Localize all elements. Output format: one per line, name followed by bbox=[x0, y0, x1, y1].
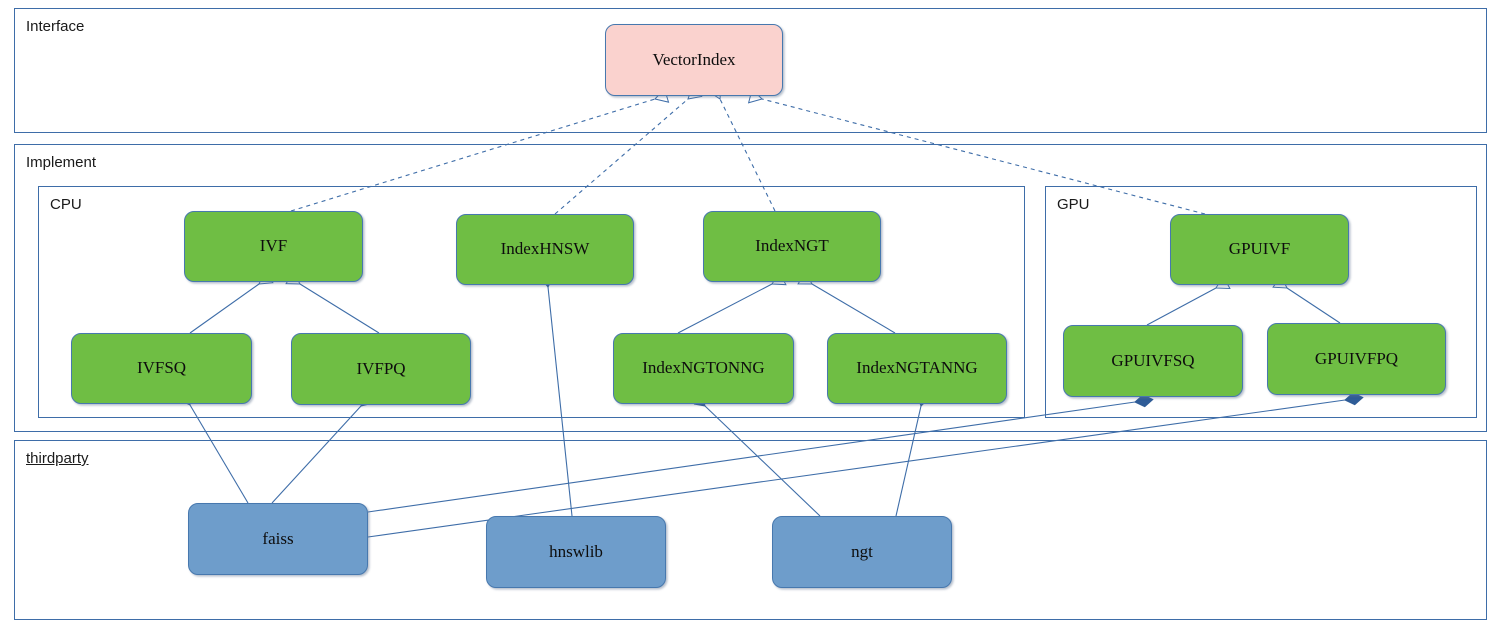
node-ivf[interactable]: IVF bbox=[184, 211, 363, 282]
group-thirdparty bbox=[14, 440, 1487, 620]
node-gpuivfsq[interactable]: GPUIVFSQ bbox=[1063, 325, 1243, 397]
node-indexngtanng[interactable]: IndexNGTANNG bbox=[827, 333, 1007, 404]
group-gpu bbox=[1045, 186, 1477, 418]
node-vectorindex[interactable]: VectorIndex bbox=[605, 24, 783, 96]
node-ivfsq[interactable]: IVFSQ bbox=[71, 333, 252, 404]
node-label: ngt bbox=[851, 541, 873, 561]
node-label: IVF bbox=[259, 236, 288, 256]
node-label: IndexHNSW bbox=[500, 239, 590, 259]
group-label-cpu: CPU bbox=[50, 196, 82, 213]
group-interface bbox=[14, 8, 1487, 133]
node-gpuivfpq[interactable]: GPUIVFPQ bbox=[1267, 323, 1446, 395]
node-label: GPUIVFPQ bbox=[1314, 348, 1399, 368]
group-implement bbox=[14, 144, 1487, 432]
node-label: IndexNGT bbox=[755, 236, 829, 256]
node-hnswlib[interactable]: hnswlib bbox=[486, 516, 666, 588]
node-ivfpq[interactable]: IVFPQ bbox=[291, 333, 471, 405]
group-label-gpu: GPU bbox=[1057, 196, 1090, 213]
group-cpu bbox=[38, 186, 1025, 418]
node-label: IndexNGTANNG bbox=[856, 358, 978, 378]
group-label-interface: Interface bbox=[26, 18, 85, 35]
node-gpuivf[interactable]: GPUIVF bbox=[1170, 214, 1349, 285]
node-indexngt[interactable]: IndexNGT bbox=[703, 211, 881, 282]
node-label: IVFPQ bbox=[356, 358, 406, 378]
node-label: hnswlib bbox=[549, 541, 603, 561]
node-ngt[interactable]: ngt bbox=[772, 516, 952, 588]
node-label: faiss bbox=[262, 528, 294, 548]
node-indexngtonng[interactable]: IndexNGTONNG bbox=[613, 333, 794, 404]
node-label: VectorIndex bbox=[652, 49, 736, 69]
node-label: IndexNGTONNG bbox=[642, 358, 765, 378]
node-label: IVFSQ bbox=[136, 358, 187, 378]
node-indexhnsw[interactable]: IndexHNSW bbox=[456, 214, 634, 285]
node-label: GPUIVFSQ bbox=[1111, 350, 1195, 370]
node-label: GPUIVF bbox=[1228, 239, 1291, 259]
group-label-implement: Implement bbox=[26, 154, 97, 171]
group-label-thirdparty: thirdparty bbox=[26, 450, 89, 467]
node-faiss[interactable]: faiss bbox=[188, 503, 368, 575]
